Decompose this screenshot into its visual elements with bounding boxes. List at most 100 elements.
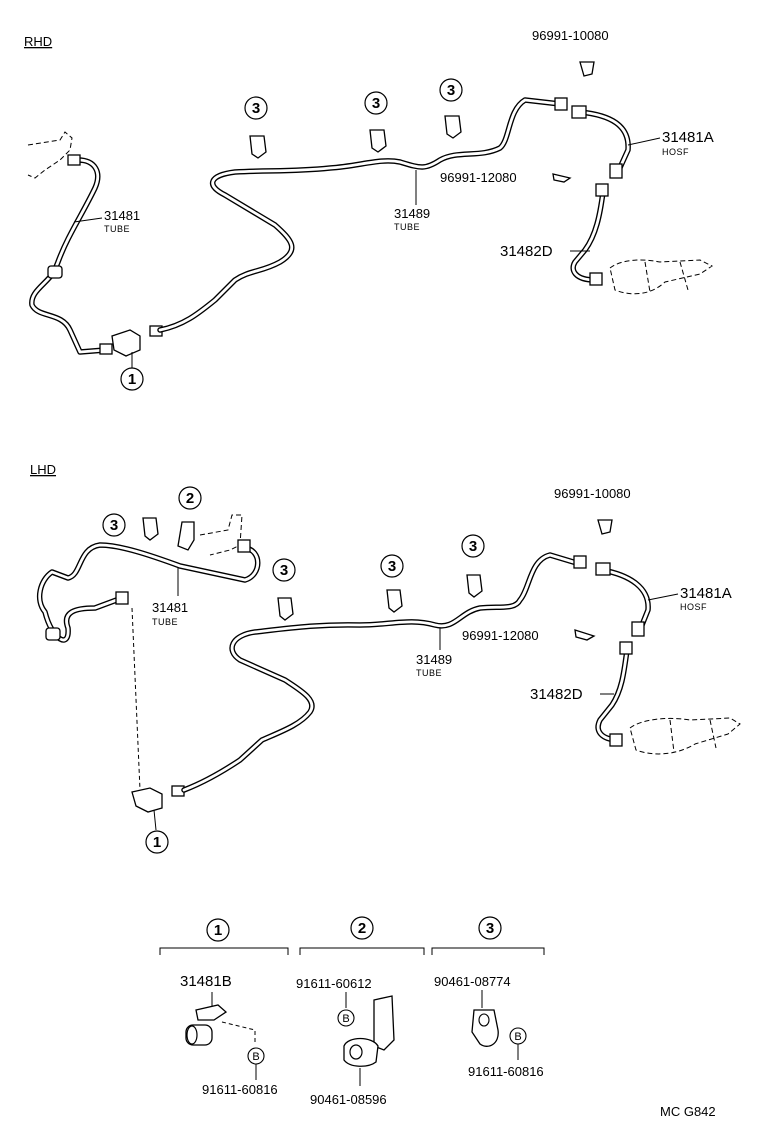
svg-text:B: B: [252, 1051, 259, 1063]
lhd-clamp-type2[interactable]: [177, 521, 195, 551]
legend-bracket-2: [299, 947, 425, 955]
rhd-hose-leader: [627, 137, 661, 146]
lhd-clamp-b[interactable]: [277, 597, 294, 621]
lhd-tube-31489[interactable]: [181, 552, 587, 793]
clamp-bracket-icon: [343, 995, 395, 1067]
lhd-callout-2: 2: [178, 486, 202, 510]
rhd-tube-31489[interactable]: [157, 97, 568, 333]
lhd-right-tube-pn: 31482D: [530, 686, 583, 703]
lhd-callout-3d: 3: [461, 534, 485, 558]
rhd-fitting-main-end: [554, 97, 568, 111]
junction-block-icon: [185, 1004, 228, 1046]
svg-text:3: 3: [486, 920, 494, 937]
lhd-hose-pn: 31481A: [680, 585, 732, 602]
lhd-clip-10080[interactable]: [597, 519, 613, 535]
rhd-tube-fitting-top: [595, 183, 609, 197]
bolt-marker-3: B: [509, 1027, 527, 1045]
legend-group-2: 2 91611-60612 B 90461-08596: [296, 916, 425, 1107]
rhd-junction-block[interactable]: [111, 325, 163, 357]
rhd-clamp-b[interactable]: [369, 129, 387, 153]
lhd-brake-cylinder: [629, 717, 741, 755]
rhd-clamp-a[interactable]: [249, 135, 267, 159]
svg-text:B: B: [514, 1031, 521, 1043]
legend-clamp-08774: 90461-08774: [434, 974, 511, 989]
lhd-callout-3a: 3: [102, 513, 126, 537]
rhd-main-tube-pn: 31489: [394, 206, 430, 221]
lhd-fitting-top: [237, 539, 251, 553]
lhd-clip-12080[interactable]: [574, 629, 596, 641]
svg-text:1: 1: [128, 371, 136, 388]
rhd-hose-fitting-bottom: [609, 163, 623, 179]
lhd-tube-fitting-top: [619, 641, 633, 655]
lhd-body-outline: [199, 514, 243, 556]
lhd-clip-mid-label: 96991-12080: [462, 628, 539, 643]
lhd-clamp-a[interactable]: [142, 517, 159, 541]
lhd-hose-fitting-top: [595, 562, 611, 576]
svg-text:3: 3: [280, 562, 288, 579]
diagram-code: MC G842: [660, 1104, 716, 1119]
rhd-grommet: [47, 265, 63, 279]
rhd-callout-3c: 3: [439, 78, 463, 102]
rhd-clip-mid-label: 96991-12080: [440, 170, 517, 185]
rhd-hose-fitting-top: [571, 105, 587, 119]
svg-text:3: 3: [110, 517, 118, 534]
svg-text:3: 3: [252, 100, 260, 117]
rhd-brake-cylinder: [609, 259, 713, 295]
lhd-callout1-leader: [153, 809, 157, 831]
legend-bracket-1: [159, 947, 289, 955]
lhd-hose-31481a[interactable]: [595, 562, 651, 637]
rhd-body-outline: [27, 131, 73, 179]
rhd-left-tube-pn: 31481: [104, 208, 140, 223]
rhd-left-tube-leader: [73, 217, 103, 223]
rhd-section: RHD 1: [24, 28, 714, 391]
lhd-clamp-d[interactable]: [466, 574, 483, 598]
svg-text:1: 1: [214, 922, 222, 939]
lhd-grommet: [45, 627, 61, 641]
legend-group-3: 3 90461-08774 B 91611-60816: [431, 916, 545, 1079]
rhd-fitting-bottom: [99, 343, 113, 355]
svg-text:3: 3: [447, 82, 455, 99]
svg-text:B: B: [342, 1013, 349, 1025]
legend-bolt-60816-b: 91611-60816: [468, 1064, 544, 1079]
svg-text:1: 1: [153, 834, 161, 851]
rhd-right-tube-pn: 31482D: [500, 243, 553, 260]
rhd-callout-1: 1: [120, 367, 144, 391]
lhd-section: LHD 1: [30, 462, 741, 854]
lhd-callout-1: 1: [145, 830, 169, 854]
legend-group-1: 1 31481B B 91611-60816: [159, 918, 289, 1097]
lhd-hose-leader: [647, 593, 679, 601]
rhd-hose-31481a[interactable]: [571, 105, 631, 179]
legend-bolt-60816-a: 91611-60816: [202, 1082, 278, 1097]
lhd-left-tube-pn: 31481: [152, 600, 188, 615]
rhd-clamp-c[interactable]: [444, 115, 462, 139]
lhd-hose-fitting-bottom: [631, 621, 645, 637]
clamp-clip-icon: [471, 1009, 499, 1047]
rhd-tube-31482d[interactable]: [570, 183, 609, 286]
lhd-clamp-c[interactable]: [386, 589, 403, 613]
rhd-tube-fitting-bottom: [589, 272, 603, 286]
rhd-label: RHD: [24, 34, 52, 49]
lhd-tube-31481[interactable]: [36, 539, 261, 643]
lhd-left-tube-desc: TUBE: [152, 617, 178, 627]
bolt-marker-1: B: [247, 1047, 265, 1065]
lhd-tube-31482d[interactable]: [595, 641, 633, 747]
lhd-dashed-guide: [131, 607, 141, 791]
lhd-junction-block[interactable]: [131, 785, 185, 813]
rhd-hose-desc: HOSF: [662, 147, 689, 157]
lhd-tube-fitting-bottom: [609, 733, 623, 747]
legend: 1 31481B B 91611-60816 2 91611-60612: [159, 916, 545, 1107]
lhd-main-tube-desc: TUBE: [416, 668, 442, 678]
rhd-clip-10080[interactable]: [579, 61, 595, 77]
legend-bolt-dash: [221, 1021, 256, 1045]
lhd-fitting-main-end: [573, 555, 587, 569]
rhd-clip-12080[interactable]: [552, 173, 572, 183]
rhd-tube-31481[interactable]: [29, 154, 113, 355]
legend-bolt-60612: 91611-60612: [296, 976, 372, 991]
lhd-fitting-end: [115, 591, 129, 605]
lhd-callout-3b: 3: [272, 558, 296, 582]
lhd-clip-top-label: 96991-10080: [554, 486, 631, 501]
rhd-callout-3a: 3: [244, 96, 268, 120]
legend-part-31481b: 31481B: [180, 973, 232, 990]
svg-text:3: 3: [388, 558, 396, 575]
